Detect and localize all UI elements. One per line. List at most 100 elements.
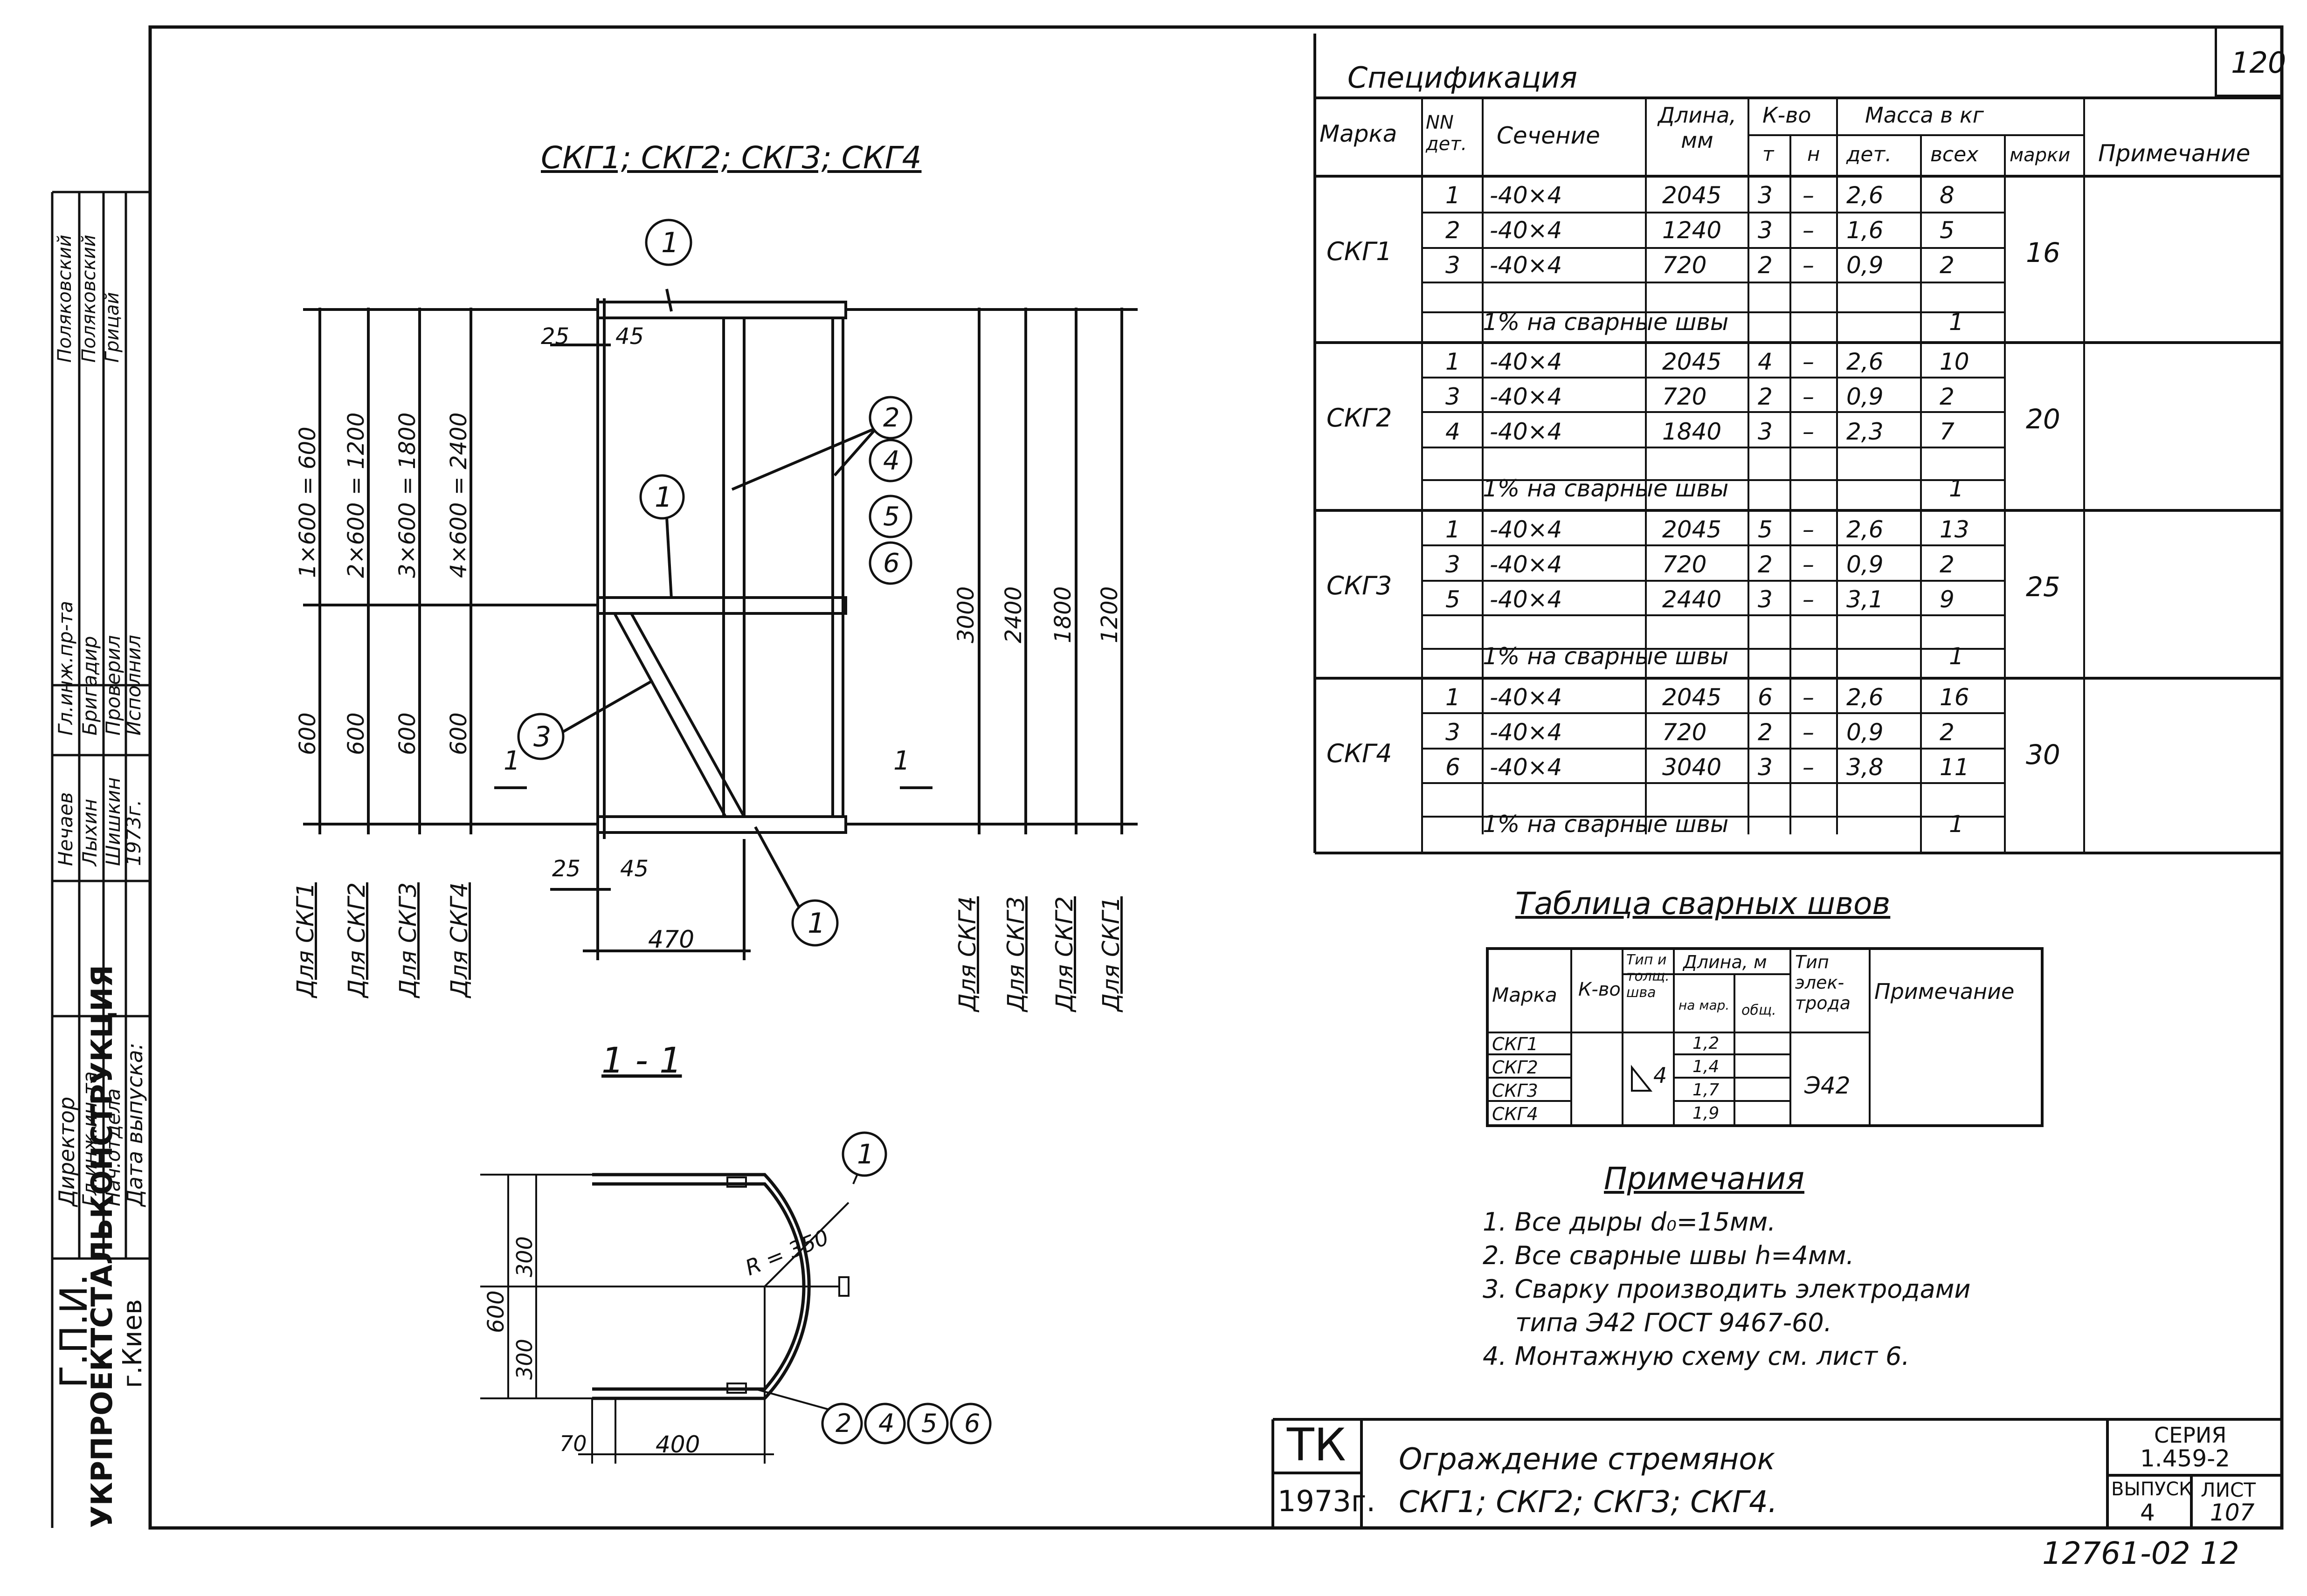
spec-h-length: Длина, мм [1658, 103, 1737, 153]
weld-row-mark: СКГ4 [1492, 1104, 1538, 1124]
tb-series-label: СЕРИЯ [2154, 1423, 2227, 1448]
note-3: 3. Сварку производить электродами [1483, 1274, 1971, 1304]
note-3-cont: типа Э42 ГОСТ 9467-60. [1515, 1308, 1832, 1337]
spec-cell: 2 [1758, 252, 1773, 279]
section-callout-2: 2 [836, 1409, 852, 1438]
spec-cell: 720 [1662, 719, 1707, 746]
callout-3 [517, 713, 565, 760]
spec-cell: 2 [1758, 551, 1773, 578]
spec-cell: 2,6 [1846, 348, 1884, 375]
spec-h-section: Сечение [1497, 122, 1600, 149]
tb-series: 1.459-2 [2140, 1445, 2230, 1472]
spec-h-qty: К-во [1762, 103, 1811, 128]
weld-row-length: 1,9 [1692, 1104, 1720, 1123]
spec-weld-row: 1% на сварные швы [1483, 643, 1729, 670]
spec-cell: 1 [1445, 684, 1460, 711]
spec-cell: 1840 [1662, 418, 1722, 445]
note-1: 1. Все дыры d₀=15мм. [1483, 1207, 1776, 1237]
section-callout-1: 1 [857, 1138, 874, 1170]
spec-h-t: т [1762, 143, 1774, 165]
spec-cell: 2045 [1662, 348, 1722, 375]
spec-h-mark: марки [2010, 144, 2071, 166]
spec-h-nn: NN дет. [1426, 112, 1467, 155]
weld-row-length: 1,7 [1692, 1080, 1720, 1100]
callout-6 [869, 541, 912, 585]
spec-cell: 4 [1758, 348, 1773, 375]
spec-cell: 3 [1758, 586, 1773, 613]
tb-title-1: Ограждение стремянок [1399, 1442, 1775, 1477]
spec-cell: 3 [1445, 383, 1460, 410]
weld-h-len: Длина, м [1683, 952, 1767, 972]
spec-cell: 3 [1445, 719, 1460, 746]
footer-number: 12761-02 12 [2042, 1535, 2239, 1571]
section-title: 1 - 1 [601, 1039, 682, 1081]
weld-row-length: 1,2 [1692, 1034, 1720, 1053]
spec-cell: – [1803, 516, 1814, 543]
spec-cell: 3040 [1662, 754, 1722, 781]
callout-4 [869, 439, 912, 482]
weld-row-length: 1,4 [1692, 1057, 1720, 1076]
spec-cell: 2045 [1662, 182, 1722, 209]
spec-cell: – [1803, 719, 1814, 746]
weld-h-note: Примечание [1874, 979, 2015, 1004]
spec-h-n: н [1807, 143, 1820, 165]
spec-cell: 2 [1758, 719, 1773, 746]
tb-title-2: СКГ1; СКГ2; СКГ3; СКГ4. [1399, 1485, 1778, 1520]
spec-cell: 1 [1445, 516, 1460, 543]
dim-45-bot: 45 [620, 856, 649, 882]
note-4: 4. Монтажную схему см. лист 6. [1483, 1341, 1910, 1371]
spec-cell: 2,6 [1846, 684, 1884, 711]
section-callout-6: 6 [964, 1409, 981, 1438]
sec-dim-400: 400 [656, 1431, 700, 1458]
callout-1-mid [639, 474, 685, 520]
spec-cell: 3,1 [1846, 586, 1884, 613]
spec-cell: 3 [1758, 754, 1773, 781]
spec-cell: 13 [1940, 516, 1969, 543]
spec-cell: 6 [1445, 754, 1460, 781]
spec-cell: 8 [1940, 182, 1955, 209]
spec-weld-row: 1% на сварные швы [1483, 811, 1729, 838]
spec-cell: 1 [1445, 348, 1460, 375]
spec-cell: 0,9 [1846, 719, 1884, 746]
spec-cell: 2 [1758, 383, 1773, 410]
spec-cell: 2045 [1662, 684, 1722, 711]
section-callout-5: 5 [921, 1409, 938, 1438]
callout-label-3: 3 [533, 721, 552, 753]
callout-label-4: 4 [883, 446, 900, 476]
tb-year: 1973г. [1278, 1484, 1376, 1518]
spec-cell: -40×4 [1490, 516, 1562, 543]
tb-issue-label: ВЫПУСК [2111, 1479, 2192, 1500]
callout-label-1-top: 1 [661, 227, 679, 259]
spec-h-note: Примечание [2098, 140, 2251, 167]
spec-cell: 10 [1940, 348, 1969, 375]
spec-cell: 3 [1758, 182, 1773, 209]
spec-cell: – [1803, 348, 1814, 375]
tb-sheet-label: ЛИСТ [2201, 1479, 2256, 1501]
dim-25-bot: 25 [552, 856, 581, 882]
spec-cell: -40×4 [1490, 182, 1562, 209]
spec-cell: 720 [1662, 383, 1707, 410]
spec-cell: – [1803, 586, 1814, 613]
spec-cell: -40×4 [1490, 684, 1562, 711]
spec-cell: 2045 [1662, 516, 1722, 543]
spec-group-mark: СКГ3 [1326, 571, 1392, 600]
spec-group-mark: СКГ1 [1326, 237, 1392, 266]
spec-cell: 2 [1445, 217, 1460, 244]
cut-mark-right: 1 [893, 746, 910, 776]
weld-h-marka: Марка [1492, 984, 1557, 1006]
spec-cell: 3 [1445, 252, 1460, 279]
spec-cell: 3,8 [1846, 754, 1884, 781]
dim-25-top: 25 [541, 323, 570, 350]
spec-cell: 3 [1758, 418, 1773, 445]
spec-group-mark: СКГ4 [1326, 739, 1392, 768]
spec-cell: 9 [1940, 586, 1955, 613]
spec-group-total: 16 [2026, 237, 2060, 268]
weld-h-electrode: Тип элек-трода [1795, 952, 1851, 1013]
spec-cell: 2 [1940, 252, 1955, 279]
